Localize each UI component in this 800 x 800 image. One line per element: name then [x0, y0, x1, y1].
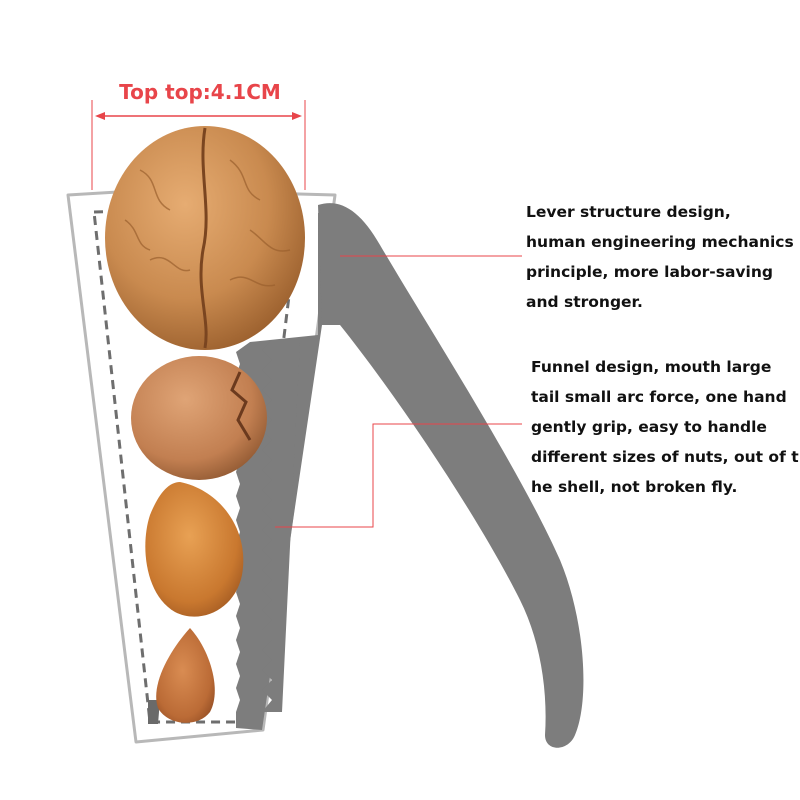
lever-description: Lever structure design, human engineerin…: [526, 197, 794, 317]
funnel-description-line: gently grip, easy to handle: [531, 418, 767, 436]
pecan: [131, 356, 267, 480]
lever-description-line: and stronger.: [526, 293, 643, 311]
lever-description-line: human engineering mechanics: [526, 233, 794, 251]
top-diameter-label: Top top:4.1CM: [119, 80, 281, 104]
lever-description-line: principle, more labor-saving: [526, 263, 773, 281]
apricot-kernel: [156, 628, 215, 723]
walnut: [105, 126, 305, 350]
funnel-description-line: Funnel design, mouth large: [531, 358, 772, 376]
funnel-callout-leader: [275, 423, 522, 528]
lever-handle: [318, 203, 584, 748]
funnel-description-line: different sizes of nuts, out of t: [531, 448, 799, 466]
almond: [145, 482, 244, 617]
funnel-description-line: he shell, not broken fly.: [531, 478, 738, 496]
funnel-description-line: tail small arc force, one hand: [531, 388, 787, 406]
lever-description-line: Lever structure design,: [526, 203, 731, 221]
jaw-teeth: [262, 340, 300, 712]
funnel-description: Funnel design, mouth large tail small ar…: [531, 352, 799, 502]
dimension-indicator: [91, 100, 306, 190]
funnel-bottom-plate: [148, 700, 160, 724]
